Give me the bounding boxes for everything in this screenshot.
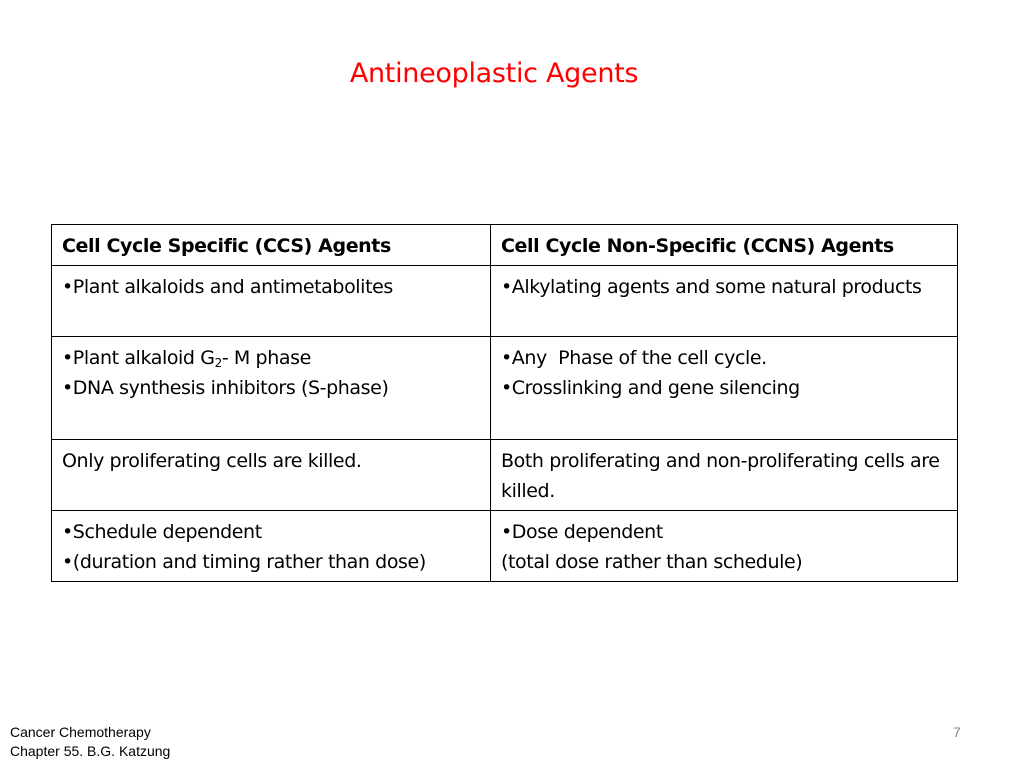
- cell-ccs: Only proliferating cells are killed.: [51, 439, 491, 511]
- page-number: 7: [953, 724, 961, 740]
- header-ccns: Cell Cycle Non-Specific (CCNS) Agents: [490, 224, 958, 266]
- cell-text: •(duration and timing rather than dose): [62, 551, 426, 573]
- footer-source-line: Chapter 55. B.G. Katzung: [10, 743, 171, 759]
- cell-ccns: •Dose dependent (total dose rather than …: [490, 510, 958, 582]
- cell-text: •Dose dependent: [501, 521, 663, 543]
- cell-ccns: •Any Phase of the cell cycle. •Crosslink…: [490, 336, 958, 440]
- footer-source-line: Cancer Chemotherapy: [10, 724, 151, 740]
- table-row: •Plant alkaloids and antimetabolites •Al…: [51, 265, 958, 337]
- cell-text: •Any Phase of the cell cycle.: [501, 347, 767, 369]
- table-header-row: Cell Cycle Specific (CCS) Agents Cell Cy…: [51, 224, 958, 266]
- cell-text: •Crosslinking and gene silencing: [501, 377, 800, 399]
- cell-ccs: •Plant alkaloids and antimetabolites: [51, 265, 491, 337]
- cell-text: Only proliferating cells are killed.: [62, 450, 362, 472]
- table-row: •Plant alkaloid G2- M phase •DNA synthes…: [51, 336, 958, 440]
- footer-source: Cancer Chemotherapy Chapter 55. B.G. Kat…: [10, 723, 170, 761]
- table-row: Only proliferating cells are killed. Bot…: [51, 439, 958, 511]
- cell-text: •DNA synthesis inhibitors (S-phase): [62, 377, 389, 399]
- cell-text: •Plant alkaloid G: [62, 347, 215, 369]
- cell-text: (total dose rather than schedule): [501, 551, 803, 573]
- cell-ccns: •Alkylating agents and some natural prod…: [490, 265, 958, 337]
- comparison-table: Cell Cycle Specific (CCS) Agents Cell Cy…: [51, 224, 958, 582]
- cell-text: Both proliferating and non-proliferating…: [501, 450, 940, 502]
- cell-ccs: •Schedule dependent •(duration and timin…: [51, 510, 491, 582]
- table-row: •Schedule dependent •(duration and timin…: [51, 510, 958, 582]
- cell-line: •Plant alkaloid G2- M phase: [62, 343, 480, 373]
- cell-ccs: •Plant alkaloid G2- M phase •DNA synthes…: [51, 336, 491, 440]
- cell-ccns: Both proliferating and non-proliferating…: [490, 439, 958, 511]
- subscript-text: 2: [214, 356, 223, 370]
- slide-title: Antineoplastic Agents: [349, 58, 639, 89]
- cell-text: •Alkylating agents and some natural prod…: [501, 276, 922, 298]
- cell-text: - M phase: [221, 347, 311, 369]
- cell-text: •Schedule dependent: [62, 521, 262, 543]
- cell-text: •Plant alkaloids and antimetabolites: [62, 276, 393, 298]
- header-ccs: Cell Cycle Specific (CCS) Agents: [51, 224, 491, 266]
